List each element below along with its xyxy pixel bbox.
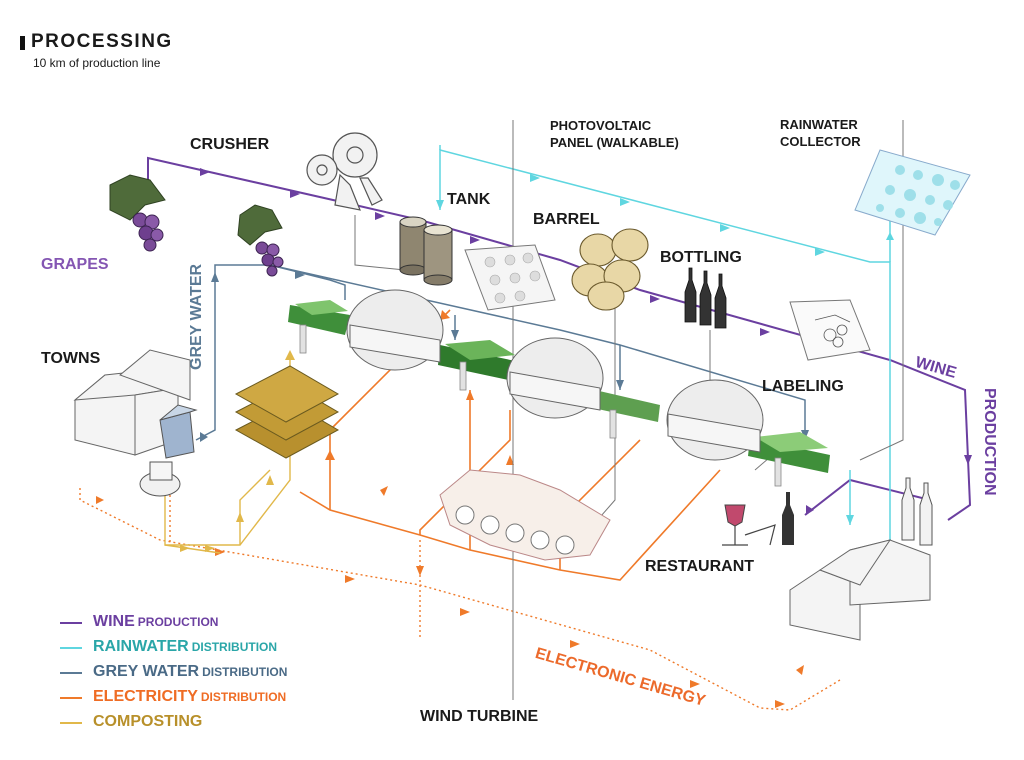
processing-tubes [346,289,764,461]
bottles-icon [684,267,727,329]
grapes-icon [109,174,166,252]
toilet-icon [139,404,198,497]
labeling-icon [789,299,871,361]
label-rainwater-collector: RAINWATER COLLECTOR [780,117,861,149]
label-towns: TOWNS [41,350,101,367]
page-subtitle: 10 km of production line [33,56,161,70]
legend-text: COMPOSTING [93,713,205,731]
label-production: PRODUCTION [981,388,998,496]
wind-turbine-icon [439,469,611,561]
legend-word: WINE [93,613,135,630]
grapes-icon [237,204,284,277]
legend-swatch [60,722,82,724]
electricity-dotted [79,470,841,711]
label-bottling: BOTTLING [660,249,742,266]
legend-suffix: DISTRIBUTION [191,640,278,654]
legend-swatch [60,622,82,624]
label-labeling: LABELING [762,378,844,395]
composting-arrows [180,350,295,552]
legend-suffix: DISTRIBUTION [200,690,287,704]
legend-swatch [60,647,82,649]
legend-swatch [60,697,82,699]
label-restaurant: RESTAURANT [645,558,755,575]
legend-suffix: PRODUCTION [137,615,219,629]
label-photovoltaic: PHOTOVOLTAIC PANEL (WALKABLE) [550,118,679,150]
barrel-icon [571,228,649,311]
crusher-gear-icon [306,132,383,211]
rainwater-collector-icon [854,149,971,236]
title-marker [20,36,25,50]
label-barrel: BARREL [533,211,600,228]
wine-arrows [200,168,972,515]
legend-word: COMPOSTING [93,713,203,730]
restaurant-houses-icon [789,539,931,641]
legend-suffix: DISTRIBUTION [202,665,288,679]
label-tank: TANK [447,191,491,208]
restaurant-icon [722,492,794,546]
legend-word: ELECTRICITY [93,688,198,705]
legend-word: RAINWATER [93,638,189,655]
production-bottles-icon [901,477,933,546]
label-crusher: CRUSHER [190,136,270,153]
compost-trays-icon [234,365,340,459]
photovoltaic-panel-icon [464,244,556,311]
label-wind-turbine: WIND TURBINE [420,708,539,725]
page-title: PROCESSING [31,31,173,52]
label-grapes: GRAPES [41,256,109,273]
legend-word: GREY WATER [93,663,200,680]
electricity-arrows [96,310,804,708]
legend-swatch [60,672,82,674]
label-grey-water: GREY WATER [188,263,205,370]
tank-icon [399,216,453,286]
conveyor-line [288,300,830,487]
